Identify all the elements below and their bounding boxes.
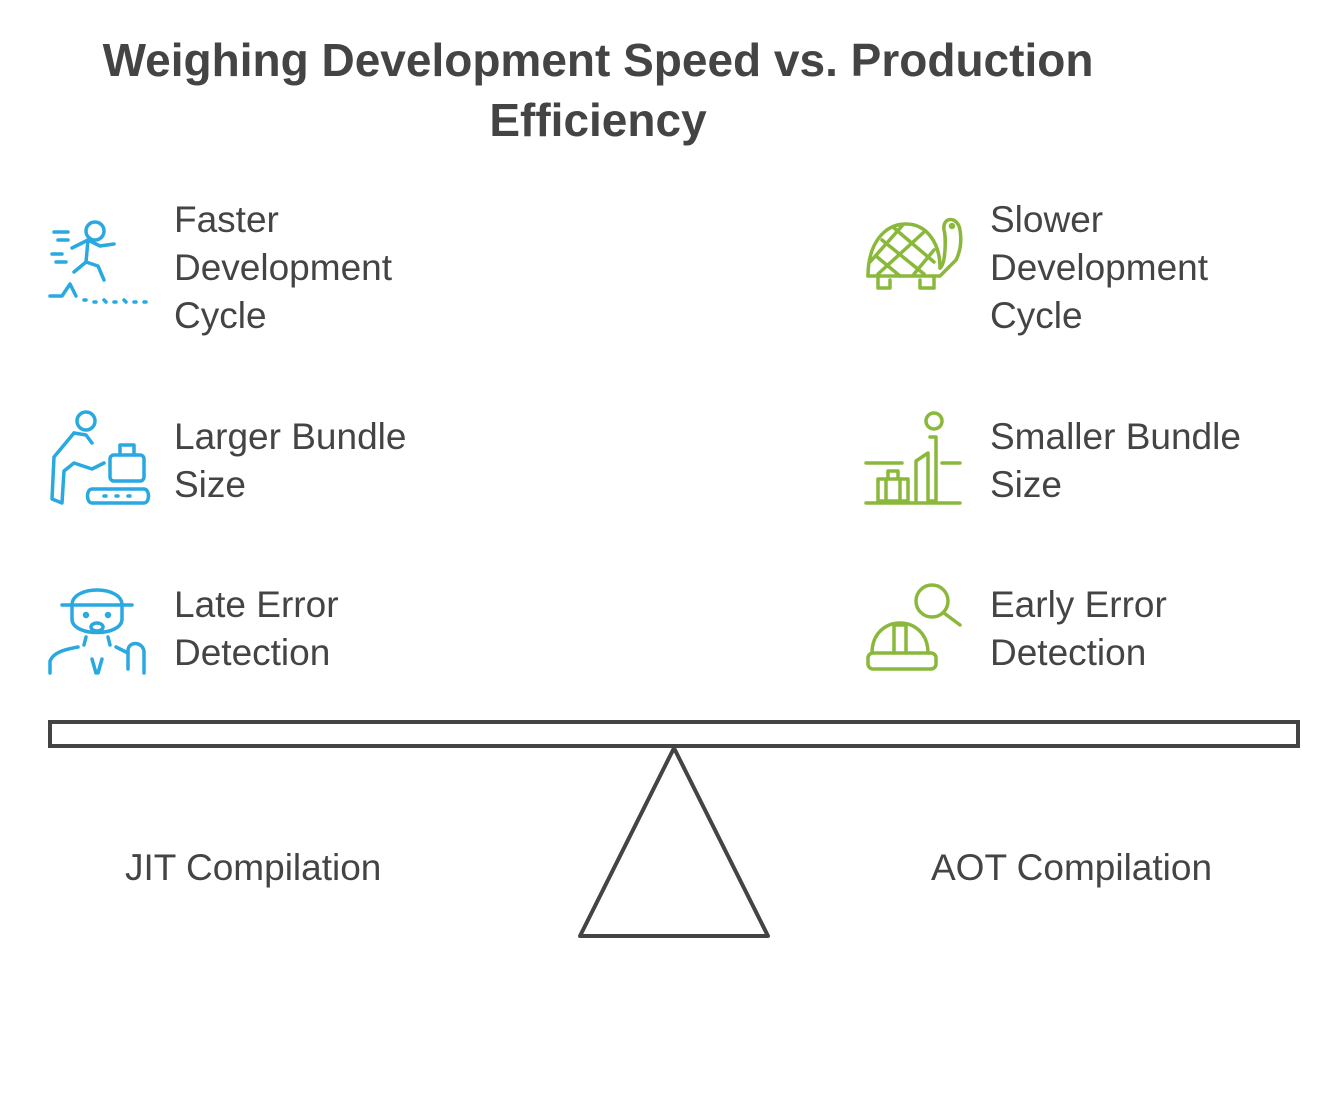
left-item-late-error-label: Late Error Detection — [174, 584, 339, 673]
right-side-label: AOT Compilation — [931, 847, 1213, 888]
worried-worker-icon — [48, 581, 148, 681]
left-item-larger-bundle-label: Larger Bundle Size — [174, 416, 407, 505]
scale-beam — [48, 720, 1300, 748]
right-item-smaller-bundle-label: Smaller Bundle Size — [990, 416, 1241, 505]
hardhat-magnifier-icon — [864, 581, 964, 681]
right-item-early-error-label: Early Error Detection — [990, 584, 1167, 673]
person-with-luggage-conveyor-icon — [48, 410, 151, 513]
scale-fulcrum — [578, 746, 770, 938]
right-item-slower-development-label: Slower Development Cycle — [990, 199, 1209, 336]
left-item-faster-development-label: Faster Development Cycle — [174, 199, 393, 336]
person-on-small-bars-icon — [864, 411, 964, 513]
diagram-title: Weighing Development Speed vs. Productio… — [102, 34, 1094, 146]
turtle-icon — [864, 196, 964, 296]
left-side-label: JIT Compilation — [125, 847, 382, 888]
running-person-icon — [48, 196, 148, 304]
